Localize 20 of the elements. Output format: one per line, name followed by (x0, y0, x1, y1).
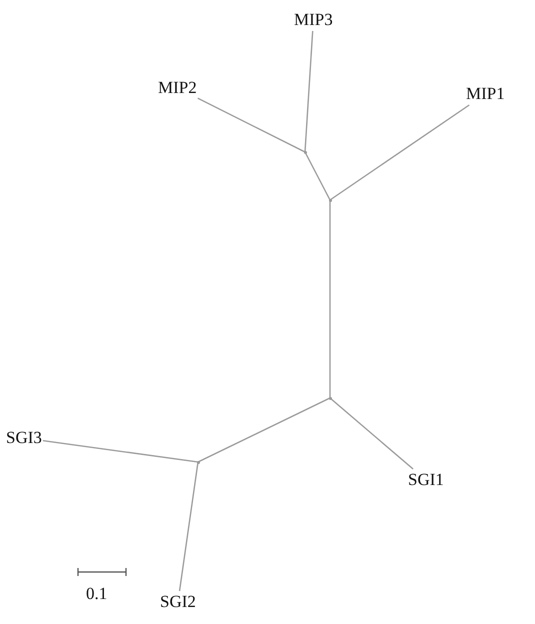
taxon-label: MIP2 (158, 78, 197, 98)
tree-branch (330, 398, 414, 470)
branch-point (304, 150, 306, 154)
taxon-label: MIP1 (466, 84, 505, 104)
branch-point (196, 460, 200, 464)
taxon-label: MIP3 (294, 10, 333, 30)
branch-point (328, 198, 332, 202)
taxon-label: SGI3 (6, 428, 42, 448)
taxon-label: SGI2 (160, 592, 196, 612)
tree-branch (198, 397, 330, 463)
tree-branch (304, 152, 331, 200)
tree-branch (329, 200, 331, 398)
taxon-label: SGI1 (408, 470, 444, 490)
tree-branch (42, 440, 198, 463)
tree-branch (304, 30, 314, 152)
tree-branch (178, 462, 199, 592)
tree-branch (330, 104, 470, 201)
scale-label: 0.1 (86, 584, 108, 604)
branch-point (328, 396, 332, 400)
tree-branch (197, 98, 306, 153)
